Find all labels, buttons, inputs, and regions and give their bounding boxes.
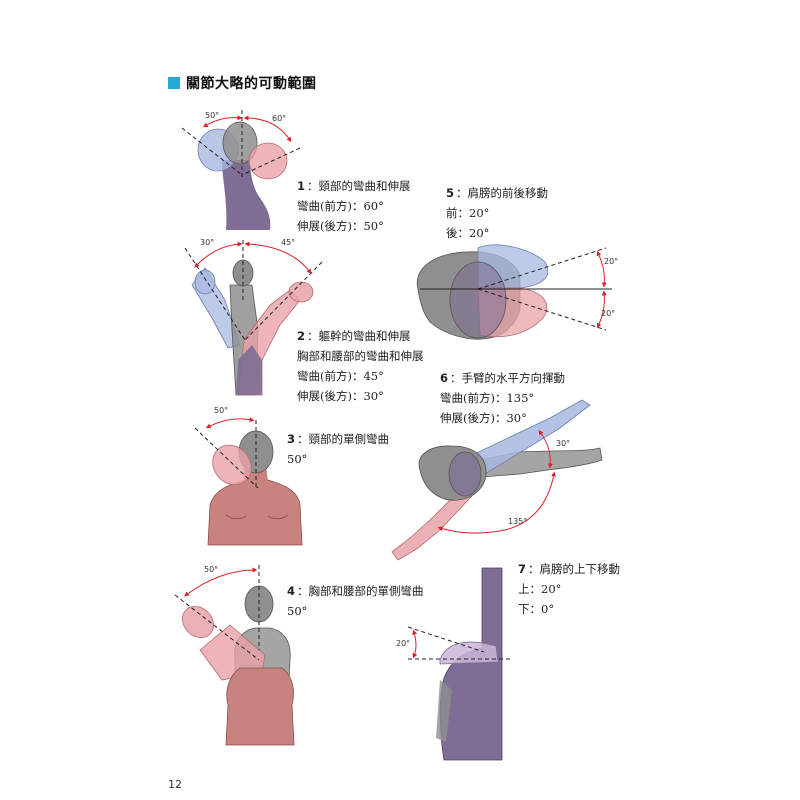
figure-2-trunk-flexion-extension: 30° 45° <box>184 238 323 396</box>
fig1-angle-flexion: 60° <box>272 114 286 123</box>
caption-line: 伸展(後方)：30° <box>297 389 384 403</box>
title-marker <box>168 77 180 89</box>
caption-figure-1: 1：頸部的彎曲和伸展 彎曲(前方)：60° 伸展(後方)：50° <box>297 176 411 236</box>
caption-line: 下：0° <box>518 602 555 616</box>
fig7-shoulder-raised <box>439 641 499 665</box>
page-number: 12 <box>168 778 182 791</box>
figure-4-trunk-lateral-flexion: 50° <box>174 565 295 746</box>
fig2-head-extension <box>194 269 216 295</box>
fig3-chest-lines <box>225 514 289 520</box>
caption-line: 彎曲(前方)：45° <box>297 369 384 383</box>
caption-title: ：肩膀的上下移動 <box>528 562 621 576</box>
fig3-tilt-axis <box>194 427 259 489</box>
fig3-angle: 50° <box>214 406 228 415</box>
caption-figure-4: 4：胸部和腰部的單側彎曲 50° <box>287 581 424 621</box>
page-title: 關節大略的可動範圍 <box>168 74 317 92</box>
caption-title: ：肩膀的前後移動 <box>456 186 549 200</box>
fig4-arc <box>183 567 258 597</box>
caption-line: 上：20° <box>518 582 562 596</box>
caption-title: ：軀幹的彎曲和伸展 <box>307 329 411 343</box>
fig7-arc <box>412 629 418 659</box>
fig5-front-axis <box>477 288 607 331</box>
fig3-head-tilted <box>212 444 252 486</box>
fig5-back-axis <box>477 247 607 290</box>
caption-line: 彎曲(前方)：135° <box>440 391 535 405</box>
caption-number: 6 <box>440 371 449 385</box>
fig1-extension-arc <box>202 115 243 128</box>
caption-figure-3: 3：頸部的單側彎曲 50° <box>287 429 389 469</box>
fig7-raised-axis <box>407 626 485 653</box>
fig6-angle-back: 30° <box>556 439 570 448</box>
figure-7-shoulder-elevation: 20° <box>396 567 510 761</box>
fig1-flexion-axis <box>241 147 301 176</box>
caption-number: 7 <box>518 562 527 576</box>
fig2-hips <box>236 345 262 395</box>
page-title-text: 關節大略的可動範圍 <box>186 76 317 92</box>
fig1-extension-axis <box>181 127 243 176</box>
fig3-arc <box>205 417 255 429</box>
caption-figure-6: 6：手臂的水平方向揮動 彎曲(前方)：135° 伸展(後方)：30° <box>440 368 565 428</box>
caption-line: 50° <box>287 604 308 618</box>
fig5-head <box>449 261 507 339</box>
caption-title: ：手臂的水平方向揮動 <box>450 371 566 385</box>
caption-title: ：頸部的彎曲和伸展 <box>307 179 411 193</box>
fig4-head-tilted <box>182 606 214 638</box>
fig2-angle-flexion: 45° <box>281 238 295 247</box>
caption-number: 2 <box>297 329 306 343</box>
fig3-torso <box>207 479 303 546</box>
caption-number: 3 <box>287 432 296 446</box>
figure-6-arm-horizontal-swing: 30° 135° <box>391 399 603 561</box>
caption-figure-2: 2：軀幹的彎曲和伸展 胸部和腰部的彎曲和伸展 彎曲(前方)：45° 伸展(後方)… <box>297 326 424 406</box>
fig6-head <box>448 451 482 497</box>
fig1-flexion-arc <box>243 115 292 143</box>
fig6-arc-front <box>437 471 556 534</box>
fig4-angle: 50° <box>204 565 218 574</box>
caption-title: ：胸部和腰部的單側彎曲 <box>297 584 424 598</box>
caption-number: 5 <box>446 186 455 200</box>
caption-line: 前：20° <box>446 206 490 220</box>
fig2-flexion-axis <box>244 261 323 341</box>
fig6-angle-front: 135° <box>508 517 527 526</box>
caption-line: 50° <box>287 452 308 466</box>
fig4-hips <box>225 667 295 746</box>
caption-line: 伸展(後方)：30° <box>440 411 527 425</box>
fig4-tilt-axis <box>174 594 260 661</box>
figure-3-neck-lateral-flexion: 50° <box>194 406 303 546</box>
fig6-arc-back <box>538 429 553 469</box>
caption-line: 胸部和腰部的彎曲和伸展 <box>297 349 424 363</box>
fig5-angle-back: 20° <box>604 257 618 266</box>
fig5-arc-front <box>596 290 607 329</box>
caption-number: 4 <box>287 584 296 598</box>
fig4-torso-tilted <box>199 624 266 681</box>
caption-title: ：頸部的單側彎曲 <box>297 432 390 446</box>
fig5-angle-front: 20° <box>601 309 615 318</box>
fig2-extension-arc <box>194 241 243 268</box>
caption-line: 伸展(後方)：50° <box>297 219 384 233</box>
fig2-flexion-arc <box>244 241 312 274</box>
figure-5-shoulder-protraction-retraction: 20° 20° <box>416 244 618 340</box>
figure-1-neck-flexion-extension: 50° 60° <box>181 110 301 230</box>
fig7-arm <box>436 680 452 742</box>
fig2-extension-axis <box>184 247 246 341</box>
caption-number: 1 <box>297 179 306 193</box>
caption-figure-5: 5：肩膀的前後移動 前：20° 後：20° <box>446 183 548 243</box>
caption-figure-7: 7：肩膀的上下移動 上：20° 下：0° <box>518 559 620 619</box>
fig1-angle-extension: 50° <box>205 111 219 120</box>
caption-line: 彎曲(前方)：60° <box>297 199 384 213</box>
caption-line: 後：20° <box>446 226 490 240</box>
fig2-head-flexion <box>288 281 314 303</box>
fig1-head-flexion <box>248 142 288 180</box>
fig7-angle: 20° <box>396 639 410 648</box>
fig1-torso <box>222 160 271 230</box>
fig2-angle-extension: 30° <box>200 238 214 247</box>
fig5-arc-back <box>596 250 607 288</box>
